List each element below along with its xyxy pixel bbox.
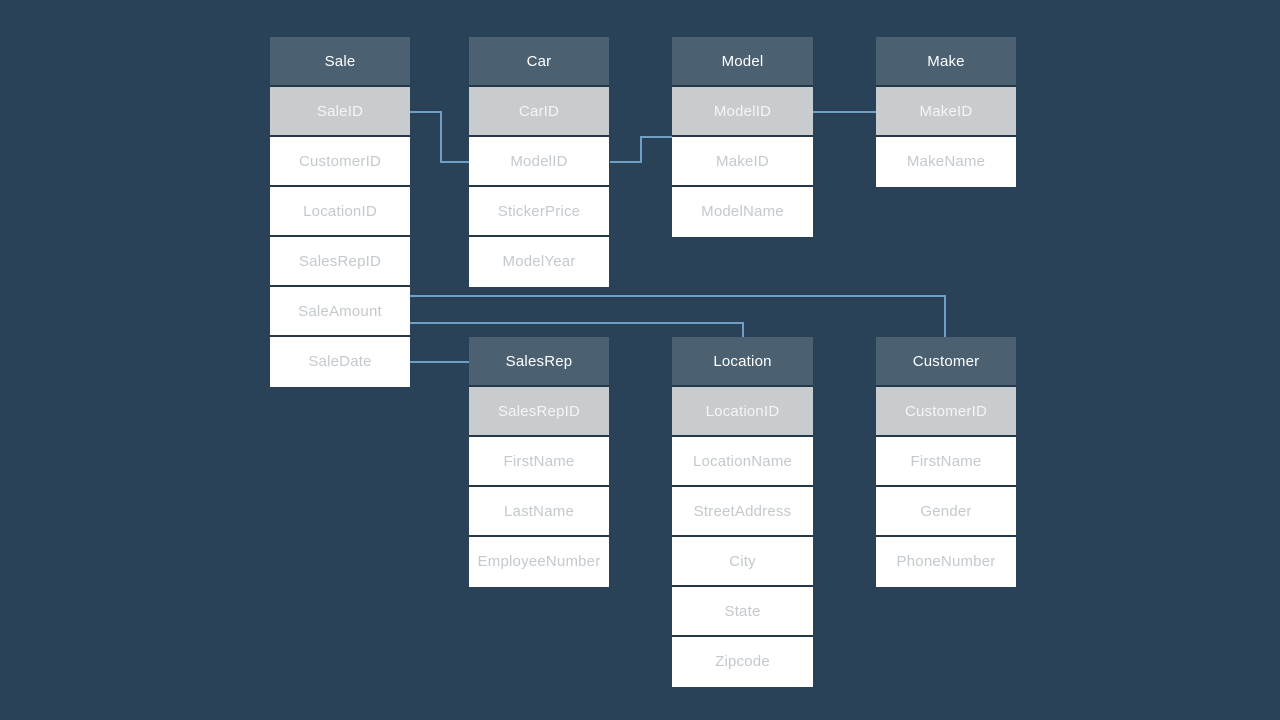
primary-key-field-customerid[interactable]: CustomerID (876, 387, 1016, 437)
primary-key-field-carid[interactable]: CarID (469, 87, 609, 137)
entity-title-sale: Sale (270, 37, 410, 87)
field-streetaddress[interactable]: StreetAddress (672, 487, 813, 537)
connector-car-modelid-to-model-modelid (610, 136, 672, 163)
field-phonenumber[interactable]: PhoneNumber (876, 537, 1016, 587)
field-state[interactable]: State (672, 587, 813, 637)
entity-title-car: Car (469, 37, 609, 87)
field-modelid[interactable]: ModelID (469, 137, 609, 187)
field-locationid[interactable]: LocationID (270, 187, 410, 237)
field-modelname[interactable]: ModelName (672, 187, 813, 237)
entity-title-make: Make (876, 37, 1016, 87)
field-customerid[interactable]: CustomerID (270, 137, 410, 187)
field-gender[interactable]: Gender (876, 487, 1016, 537)
field-city[interactable]: City (672, 537, 813, 587)
entity-title-customer: Customer (876, 337, 1016, 387)
field-firstname[interactable]: FirstName (876, 437, 1016, 487)
connector-sale-saleamount-to-customer (410, 295, 946, 337)
entity-title-salesrep: SalesRep (469, 337, 609, 387)
field-firstname[interactable]: FirstName (469, 437, 609, 487)
connector-sale-saleamount-to-location (410, 322, 744, 337)
field-salesrepid[interactable]: SalesRepID (270, 237, 410, 287)
field-modelyear[interactable]: ModelYear (469, 237, 609, 287)
field-saleamount[interactable]: SaleAmount (270, 287, 410, 337)
field-lastname[interactable]: LastName (469, 487, 609, 537)
field-zipcode[interactable]: Zipcode (672, 637, 813, 687)
field-makename[interactable]: MakeName (876, 137, 1016, 187)
primary-key-field-makeid[interactable]: MakeID (876, 87, 1016, 137)
primary-key-field-salesrepid[interactable]: SalesRepID (469, 387, 609, 437)
field-saledate[interactable]: SaleDate (270, 337, 410, 387)
field-locationname[interactable]: LocationName (672, 437, 813, 487)
primary-key-field-saleid[interactable]: SaleID (270, 87, 410, 137)
connector-car-carid-to-sale-saleid (410, 111, 470, 163)
primary-key-field-locationid[interactable]: LocationID (672, 387, 813, 437)
entity-title-location: Location (672, 337, 813, 387)
field-stickerprice[interactable]: StickerPrice (469, 187, 609, 237)
primary-key-field-modelid[interactable]: ModelID (672, 87, 813, 137)
field-employeenumber[interactable]: EmployeeNumber (469, 537, 609, 587)
field-makeid[interactable]: MakeID (672, 137, 813, 187)
entity-title-model: Model (672, 37, 813, 87)
